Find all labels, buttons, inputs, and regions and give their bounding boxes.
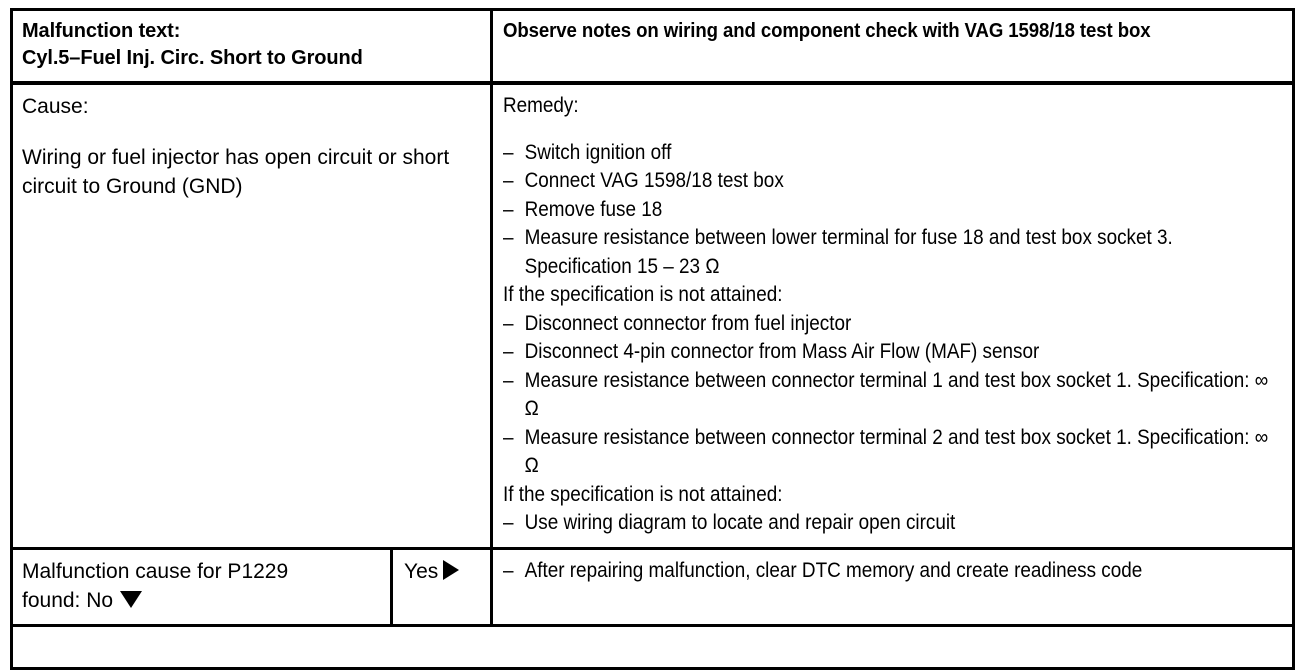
down-triangle-icon [120,590,143,608]
footer-empty-cell [13,627,1292,667]
header-cell-observe-notes: Observe notes on wiring and component ch… [490,11,1292,81]
list-item: –Remove fuse 18 [503,196,1283,225]
decision-action-cell: –After repairing malfunction, clear DTC … [490,549,1292,624]
dash-bullet-icon: – [503,425,514,449]
document-page: Malfunction text: Cyl.5–Fuel Inj. Circ. … [10,8,1295,670]
list-item: –Measure resistance between connector te… [503,424,1283,481]
dash-bullet-icon: – [503,311,514,335]
decision-question-cell[interactable]: Malfunction cause for P1229 found: No [13,550,390,624]
remedy-step-text: Measure resistance between lower termina… [524,226,1173,278]
cause-description: Wiring or fuel injector has open circuit… [22,146,450,198]
list-item: –Disconnect 4-pin connector from Mass Ai… [503,338,1283,367]
condition-line: If the specification is not attained: [503,281,1283,310]
remedy-step-text: Disconnect connector from fuel injector [524,311,852,335]
malfunction-text-value: Cyl.5–Fuel Inj. Circ. Short to Ground [22,47,363,69]
list-item: –Connect VAG 1598/18 test box [503,167,1283,196]
malfunction-text-label: Malfunction text: [22,20,181,42]
dash-bullet-icon: – [503,140,514,164]
observe-notes-title: Observe notes on wiring and component ch… [503,20,1151,42]
list-item: –Switch ignition off [503,139,1283,168]
remedy-step-text: Connect VAG 1598/18 test box [524,169,784,192]
decision-answer-yes-cell[interactable]: Yes [390,549,490,624]
table-header-row: Malfunction text: Cyl.5–Fuel Inj. Circ. … [13,11,1292,85]
dash-bullet-icon: – [503,169,514,192]
decision-action-text: After repairing malfunction, clear DTC m… [524,558,1143,582]
remedy-cell: Remedy: –Switch ignition off–Connect VAG… [490,85,1292,547]
list-item: –Disconnect connector from fuel injector [503,310,1283,339]
remedy-label: Remedy: [503,94,579,117]
dash-bullet-icon: – [503,558,514,582]
dtc-diagnostic-table: Malfunction text: Cyl.5–Fuel Inj. Circ. … [10,8,1295,670]
condition-line: If the specification is not attained: [503,481,1283,510]
list-item: –Measure resistance between connector te… [503,367,1283,424]
table-decision-row: Malfunction cause for P1229 found: No Ye… [13,549,1292,627]
remedy-step-text: Measure resistance between connector ter… [524,368,1269,421]
remedy-step-text: Disconnect 4-pin connector from Mass Air… [524,340,1040,363]
decision-question-line1: Malfunction cause for P1229 [22,559,289,583]
remedy-step-text: Measure resistance between connector ter… [524,425,1269,478]
dash-bullet-icon: – [503,340,514,363]
header-cell-malfunction-text: Malfunction text: Cyl.5–Fuel Inj. Circ. … [13,11,490,81]
cause-cell: Cause: Wiring or fuel injector has open … [13,85,490,547]
dash-bullet-icon: – [503,226,514,249]
right-triangle-icon [443,559,460,580]
dash-bullet-icon: – [503,368,514,392]
remedy-step-text: Use wiring diagram to locate and repair … [524,511,956,534]
cause-label: Cause: [22,95,89,118]
remedy-step-text: Remove fuse 18 [524,197,663,221]
table-body-row: Cause: Wiring or fuel injector has open … [13,85,1292,550]
list-item: –After repairing malfunction, clear DTC … [503,557,1283,586]
dash-bullet-icon: – [503,511,514,534]
decision-action-list: –After repairing malfunction, clear DTC … [503,557,1283,586]
decision-answer-no-label: found: No [22,588,114,612]
dash-bullet-icon: – [503,197,514,221]
remedy-condition-text: If the specification is not attained: [503,482,783,506]
list-item: –Use wiring diagram to locate and repair… [503,509,1283,538]
table-footer-empty-row [13,627,1292,667]
decision-answer-no[interactable]: found: No [22,586,382,615]
remedy-step-text: Switch ignition off [524,140,672,164]
decision-answer-yes-label: Yes [404,559,439,583]
remedy-step-list: –Switch ignition off–Connect VAG 1598/18… [503,139,1283,538]
list-item: –Measure resistance between lower termin… [503,224,1283,281]
remedy-spacer [503,121,1283,139]
remedy-condition-text: If the specification is not attained: [503,283,783,306]
